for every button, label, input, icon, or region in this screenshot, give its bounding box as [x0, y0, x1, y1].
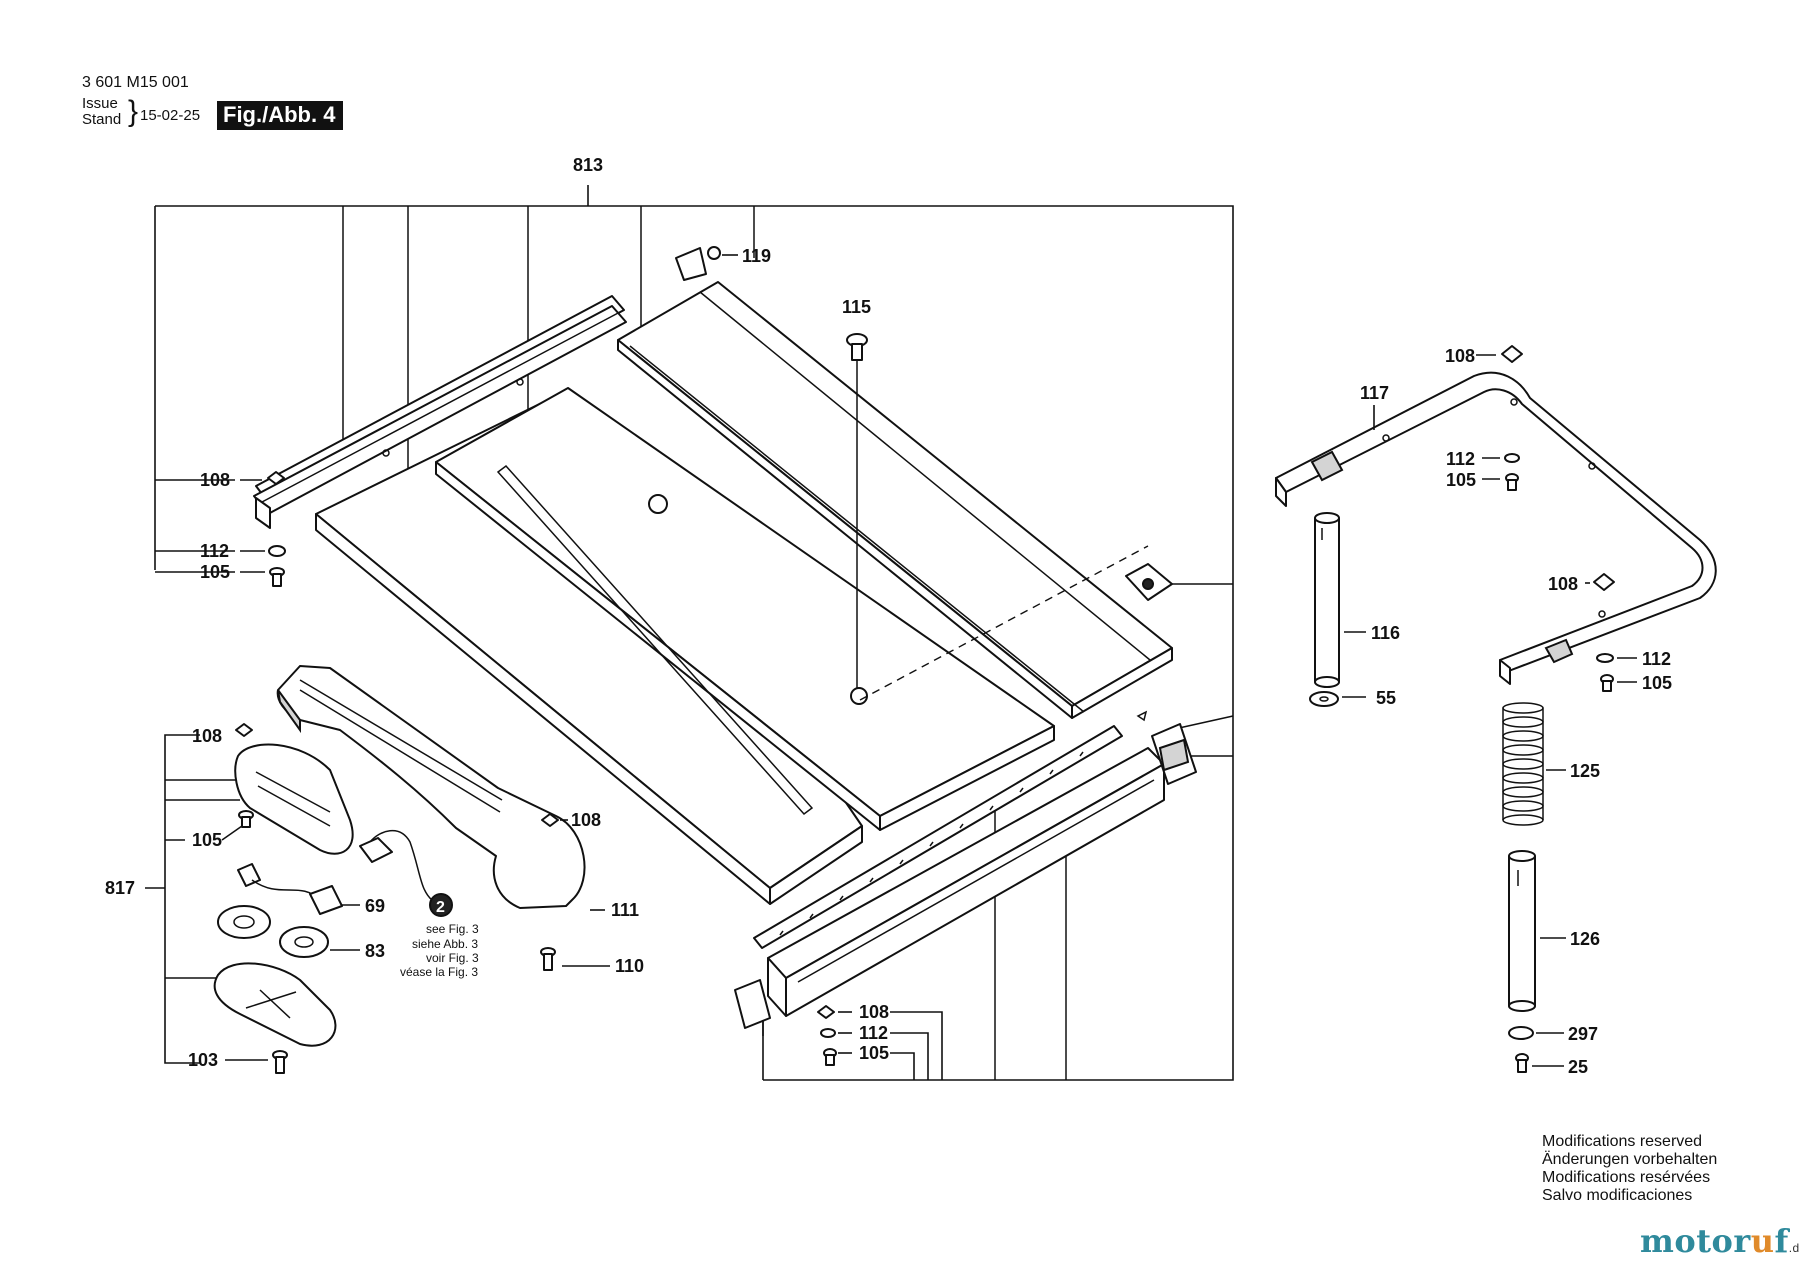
label-125: 125 [1570, 761, 1600, 781]
guard-cover [234, 743, 354, 855]
cable-assembly-69 [237, 830, 433, 915]
label-813: 813 [573, 155, 603, 175]
figure-badge: Fig./Abb. 4 [217, 101, 344, 130]
screw-105-frame [1505, 473, 1519, 491]
label-103: 103 [188, 1050, 218, 1070]
washer-112-frame-right [1596, 653, 1614, 663]
label-69: 69 [365, 896, 385, 916]
label-108-rail: 108 [200, 470, 230, 490]
fence-clamp-right [1151, 723, 1197, 785]
label-112-frame-right: 112 [1642, 649, 1671, 669]
knob-119 [675, 246, 721, 281]
grommet-top [217, 905, 271, 939]
washer-108-frame-right [1593, 573, 1615, 591]
label-105-frame-right: 105 [1642, 673, 1672, 693]
screw-115 [846, 333, 868, 361]
modifications-line-de: Änderungen vorbehalten [1542, 1151, 1718, 1168]
issue-stand-label: Issue Stand [82, 95, 122, 128]
screw-105-fence [823, 1048, 837, 1066]
cross-ref-line-4: véase la Fig. 3 [400, 965, 478, 979]
label-83: 83 [365, 941, 385, 961]
label-115: 115 [842, 297, 871, 317]
issue-date: 15-02-25 [140, 107, 201, 124]
modifications-line-es: Salvo modificaciones [1542, 1187, 1693, 1204]
label-105-guard: 105 [192, 830, 222, 850]
screw-103 [272, 1050, 288, 1074]
cross-ref-line-3: voir Fig. 3 [426, 951, 479, 965]
label-116: 116 [1371, 623, 1400, 643]
washer-108-guard [235, 723, 253, 737]
label-119: 119 [742, 246, 771, 266]
washer-55 [1309, 691, 1339, 707]
grommet-83 [279, 926, 329, 958]
label-297: 297 [1568, 1024, 1598, 1044]
screw-105-frame-right [1600, 674, 1614, 692]
label-117: 117 [1360, 383, 1389, 403]
guide-rail [253, 295, 627, 529]
cross-ref-number: 2 [436, 899, 445, 916]
watermark-logo: motoruf.de [1640, 1222, 1800, 1260]
label-108-guard: 108 [192, 726, 222, 746]
label-105-fence: 105 [859, 1043, 889, 1063]
cross-ref-badge: 2 [429, 893, 453, 917]
screw-110 [540, 947, 556, 971]
fence-end-cap-left [734, 979, 771, 1036]
label-111: 111 [611, 900, 639, 920]
label-110: 110 [615, 956, 644, 976]
table-plate-left [315, 391, 863, 905]
washer-112-frame [1504, 453, 1520, 463]
washer-108-frame-top [1501, 345, 1523, 363]
label-817: 817 [105, 878, 135, 898]
watermark-brand-start: motor [1640, 1222, 1751, 1260]
bracket-817-group [145, 734, 240, 1064]
post-126 [1508, 850, 1536, 1012]
support-frame-117 [1275, 371, 1717, 685]
modifications-line-fr: Modifications resérvées [1542, 1169, 1711, 1186]
label-112-rail: 112 [200, 541, 229, 561]
label-105-frame: 105 [1446, 470, 1476, 490]
plate-bracket [1125, 563, 1173, 601]
reference-number: 3 601 M15 001 [82, 74, 189, 91]
label-25: 25 [1568, 1057, 1588, 1077]
watermark-tld: .de [1788, 1241, 1800, 1255]
label-55: 55 [1376, 688, 1396, 708]
label-126: 126 [1570, 929, 1600, 949]
arm-111 [276, 665, 586, 909]
modifications-note: Modifications reserved Änderungen vorbeh… [1542, 1133, 1717, 1205]
fence-profile [767, 747, 1165, 1017]
base-plate [213, 962, 337, 1047]
cross-ref-line-1: see Fig. 3 [426, 922, 479, 936]
label-112-frame: 112 [1446, 449, 1475, 469]
post-116 [1314, 512, 1340, 688]
label-105-rail: 105 [200, 562, 230, 582]
scale-strip [753, 725, 1123, 949]
label-108-fence: 108 [859, 1002, 889, 1022]
washer-108-arm [541, 813, 559, 827]
modifications-line-en: Modifications reserved [1542, 1133, 1703, 1150]
table-plate-center [435, 387, 1055, 831]
screw-105-rail [269, 567, 285, 587]
washer-108-fence [817, 1005, 835, 1019]
spring-125 [1502, 702, 1544, 826]
watermark-brand-end: f [1774, 1222, 1789, 1260]
label-108-frame-top: 108 [1445, 346, 1475, 366]
washer-112-fence [820, 1028, 836, 1038]
label-108-frame-right: 108 [1548, 574, 1578, 594]
issue-brace: } [128, 95, 139, 128]
watermark-brand-accent: u [1750, 1222, 1775, 1260]
label-108-arm: 108 [571, 810, 601, 830]
screw-105-guard [238, 810, 254, 828]
washer-108-rail [267, 471, 285, 485]
screw-25 [1515, 1053, 1529, 1073]
label-112-fence: 112 [859, 1023, 888, 1043]
washer-297 [1508, 1026, 1534, 1040]
cross-ref-line-2: siehe Abb. 3 [412, 937, 478, 951]
washer-112-rail [268, 545, 286, 557]
